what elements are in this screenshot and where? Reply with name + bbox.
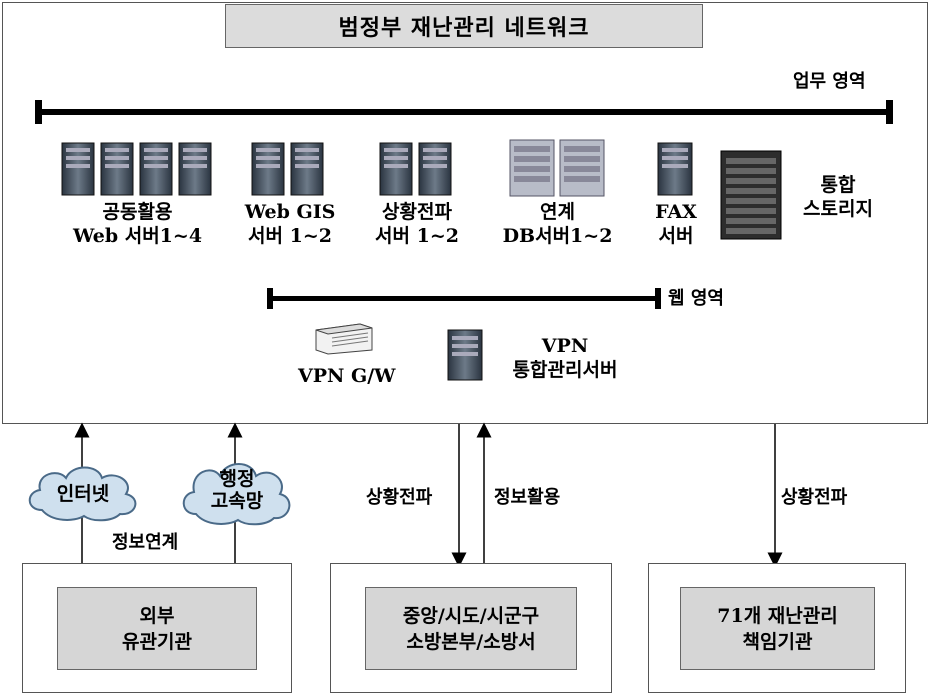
situation-server-label: 상황전파 서버 1~2 xyxy=(362,200,472,248)
situation-server-icons xyxy=(379,142,452,196)
db-server-icons xyxy=(509,139,605,197)
storage-line2: 스토리지 xyxy=(803,198,873,220)
business-zone-bar xyxy=(35,100,893,124)
central-org-line1: 중앙/시도/시군구 xyxy=(402,604,540,627)
info-use-link-label: 정보활용 xyxy=(494,487,561,508)
web-server-line1: 공동활용 xyxy=(102,201,173,223)
admin-network-line2: 고속망 xyxy=(210,490,264,512)
responsible-org-line2: 책임기관 xyxy=(742,630,813,653)
web-server-line2: Web 서버1~4 xyxy=(72,225,203,247)
admin-network-label: 행정 고속망 xyxy=(176,468,298,512)
gis-server-line1: Web GIS xyxy=(244,201,336,223)
fax-server-icon xyxy=(657,142,693,196)
storage-label: 통합 스토리지 xyxy=(788,173,888,221)
storage-line1: 통합 xyxy=(820,174,856,196)
vpn-management-server-icon xyxy=(447,329,483,381)
fax-server-label: FAX 서버 xyxy=(640,200,712,248)
db-server-label: 연계 DB서버1~2 xyxy=(495,200,620,248)
gis-server-label: Web GIS 서버 1~2 xyxy=(235,200,345,248)
info-link-label: 정보연계 xyxy=(112,532,179,553)
diagram-title: 범정부 재난관리 네트워크 xyxy=(225,4,703,48)
gis-server-line2: 서버 1~2 xyxy=(248,225,332,247)
admin-network-line1: 행정 xyxy=(219,468,255,490)
vpn-management-line1: VPN xyxy=(541,335,589,357)
situation-server-line1: 상황전파 xyxy=(382,201,452,223)
gis-server-icons xyxy=(251,142,324,196)
vpn-gateway-label: VPN G/W xyxy=(298,365,396,387)
admin-network-cloud-icon xyxy=(182,463,291,526)
business-zone-label: 업무 영역 xyxy=(793,71,866,92)
web-server-icons xyxy=(61,142,212,196)
vpn-gateway-icon xyxy=(315,323,373,355)
web-zone-bar xyxy=(267,288,661,309)
external-org-line1: 외부 xyxy=(139,604,175,627)
external-org-box: 외부 유관기관 xyxy=(57,587,257,670)
web-zone-label: 웹 영역 xyxy=(668,288,724,309)
situation-server-line2: 서버 1~2 xyxy=(375,225,459,247)
vpn-management-label: VPN 통합관리서버 xyxy=(495,334,635,382)
vpn-management-line2: 통합관리서버 xyxy=(512,359,618,381)
storage-icon xyxy=(720,150,782,240)
situation-link-label: 상황전파 xyxy=(366,487,433,508)
fax-server-line1: FAX xyxy=(655,201,697,223)
situation-right-link-label: 상황전파 xyxy=(781,487,848,508)
responsible-org-line1: 71개 재난관리 xyxy=(717,604,838,627)
web-server-label: 공동활용 Web 서버1~4 xyxy=(60,200,215,248)
internet-cloud-icon xyxy=(28,466,137,522)
fax-server-line2: 서버 xyxy=(658,225,694,247)
external-org-line2: 유관기관 xyxy=(122,630,192,653)
db-server-line1: 연계 xyxy=(540,201,575,223)
responsible-org-box: 71개 재난관리 책임기관 xyxy=(680,587,875,670)
central-org-line2: 소방본부/소방서 xyxy=(406,630,536,653)
internet-label: 인터넷 xyxy=(56,483,110,505)
db-server-line2: DB서버1~2 xyxy=(502,225,613,247)
central-org-box: 중앙/시도/시군구 소방본부/소방서 xyxy=(365,587,577,670)
